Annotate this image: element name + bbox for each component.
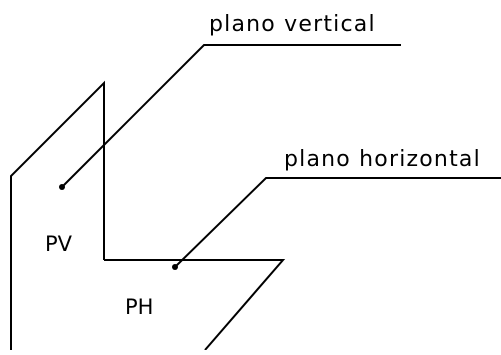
vertical-plane-outline [10, 80, 105, 350]
horizontal-plane-callout: plano horizontal [284, 147, 481, 172]
vertical-plane-label: PV [45, 232, 73, 256]
vertical-callout-leader [61, 44, 401, 188]
vertical-plane-point [59, 184, 65, 190]
horizontal-plane-point [172, 264, 178, 270]
vertical-plane-callout: plano vertical [209, 12, 376, 37]
horizontal-callout-leader [174, 177, 501, 268]
horizontal-plane-label: PH [125, 295, 153, 319]
horizontal-plane-outline [104, 259, 286, 351]
